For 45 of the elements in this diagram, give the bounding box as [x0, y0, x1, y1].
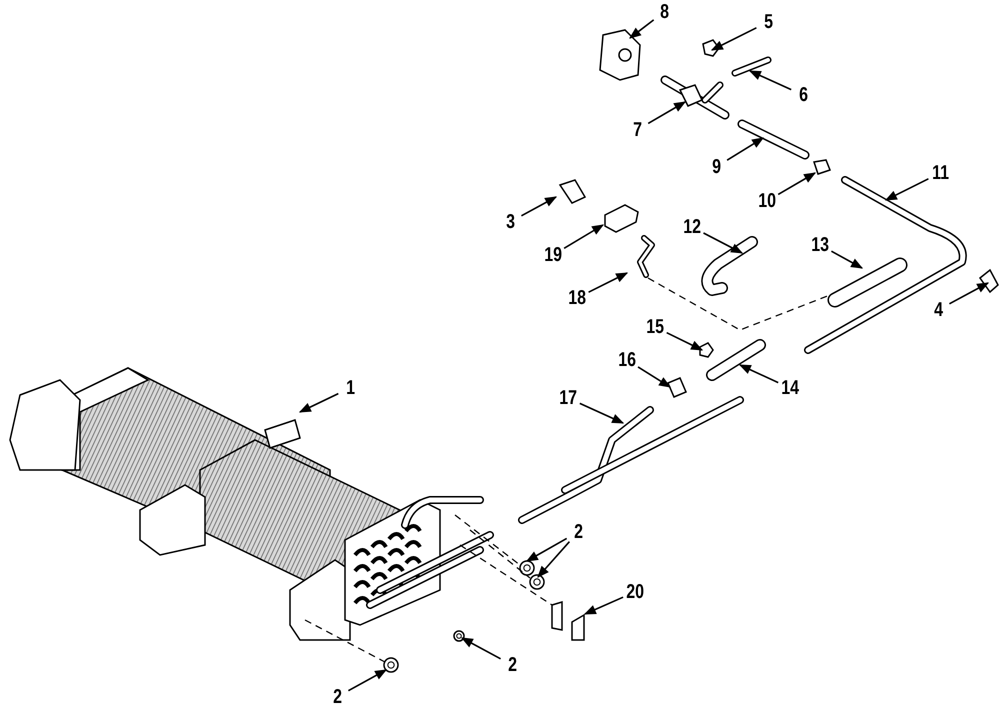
- callout-number: 18: [568, 288, 586, 308]
- callout-number: 7: [632, 120, 642, 140]
- callout-number: 2: [332, 687, 342, 707]
- callout-number: 1: [346, 378, 354, 398]
- callout-number: 8: [660, 2, 669, 22]
- leader-arrow: [666, 332, 704, 351]
- callout-number: 5: [764, 12, 773, 32]
- leader-arrow: [703, 232, 744, 254]
- leader-arrow: [584, 596, 624, 615]
- callout-number: 4: [934, 300, 943, 320]
- callout-number: 15: [646, 317, 664, 337]
- callout-number: 2: [574, 522, 583, 542]
- leader-arrow: [648, 101, 686, 124]
- callout-number: 16: [618, 350, 636, 370]
- callout-number: 14: [781, 378, 800, 398]
- callout-number: 6: [798, 85, 808, 105]
- leader-arrow: [726, 137, 764, 161]
- leader-arrow: [564, 224, 604, 249]
- leader-arrow: [949, 282, 990, 304]
- callout-number: 13: [811, 235, 830, 255]
- callout-number: 9: [712, 157, 721, 177]
- leader-arrow: [298, 392, 339, 413]
- leader-arrow: [460, 637, 501, 660]
- leader-arrow: [778, 172, 816, 196]
- leader-arrow: [748, 70, 792, 90]
- callout-number: 2: [508, 655, 517, 675]
- leader-arrow: [738, 364, 779, 384]
- leader-arrow: [348, 669, 388, 692]
- callout-number: 10: [758, 191, 776, 211]
- leader-arrow: [710, 27, 757, 51]
- leader-arrow: [629, 19, 654, 39]
- callout-number: 3: [506, 212, 515, 232]
- leader-arrow: [579, 402, 624, 424]
- leader-arrow: [526, 538, 568, 562]
- leader-arrow: [537, 541, 570, 578]
- leader-arrow: [588, 272, 628, 293]
- callout-number: 20: [626, 582, 644, 602]
- callout-number: 17: [559, 388, 578, 408]
- leader-arrow: [638, 366, 672, 388]
- leader-arrow: [831, 250, 864, 269]
- callout-number: 12: [683, 217, 702, 237]
- leader-arrow: [884, 178, 929, 201]
- callout-number: 19: [544, 245, 562, 265]
- leader-arrow: [521, 196, 558, 216]
- callout-number: 11: [932, 163, 949, 183]
